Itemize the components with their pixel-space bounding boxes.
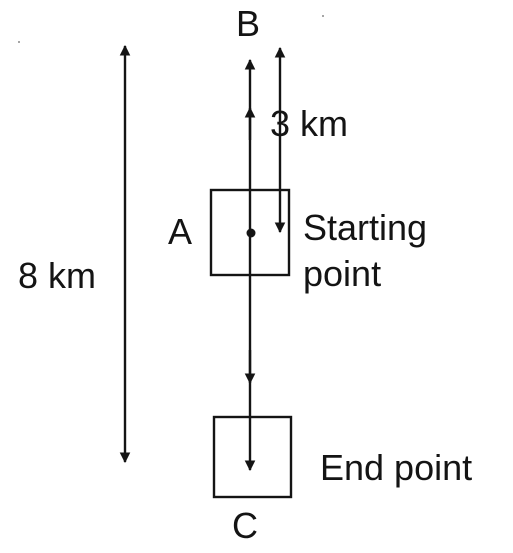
starting-point-label-line2: point (303, 253, 382, 294)
stray-mark (322, 15, 324, 17)
point-a-label: A (168, 211, 193, 252)
point-c-label: C (232, 505, 258, 546)
point-a-dot (246, 228, 256, 238)
distance-8km-label: 8 km (18, 255, 97, 296)
end-point-label: End point (320, 447, 473, 488)
stray-mark (18, 41, 20, 43)
end-box (212, 415, 293, 499)
starting-point-label: Starting point (303, 205, 427, 297)
starting-point-label-line1: Starting (303, 207, 428, 248)
point-b-label: B (236, 3, 261, 44)
distance-3km-label: 3 km (270, 103, 349, 144)
